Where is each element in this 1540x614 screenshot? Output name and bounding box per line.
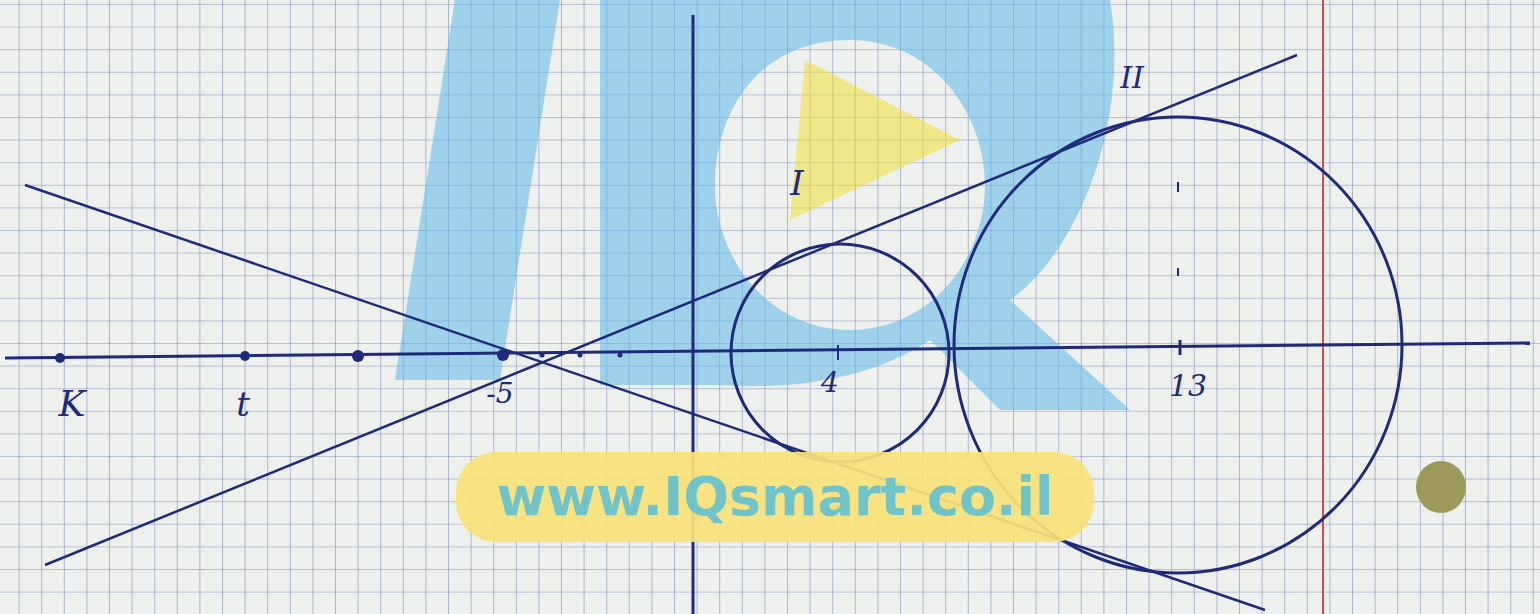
- paper-hole: [1416, 461, 1466, 513]
- point-label: t: [236, 387, 250, 421]
- tangent-line: [25, 185, 1265, 610]
- coordinate-label: -5: [486, 380, 513, 408]
- coordinate-label: 13: [1169, 371, 1207, 401]
- x-axis: [5, 343, 1530, 358]
- tangent-line: [45, 55, 1297, 565]
- tick-marks: [1177, 182, 1179, 276]
- watermark: www.IQsmart.co.il: [456, 452, 1093, 542]
- margin-line: [1322, 0, 1324, 614]
- line-label: I: [790, 166, 803, 200]
- line-label: II: [1120, 63, 1144, 93]
- point-label: K: [59, 386, 86, 422]
- coordinate-label: 4: [821, 369, 839, 397]
- axis-points: [55, 340, 1180, 363]
- small-circle: [731, 244, 949, 462]
